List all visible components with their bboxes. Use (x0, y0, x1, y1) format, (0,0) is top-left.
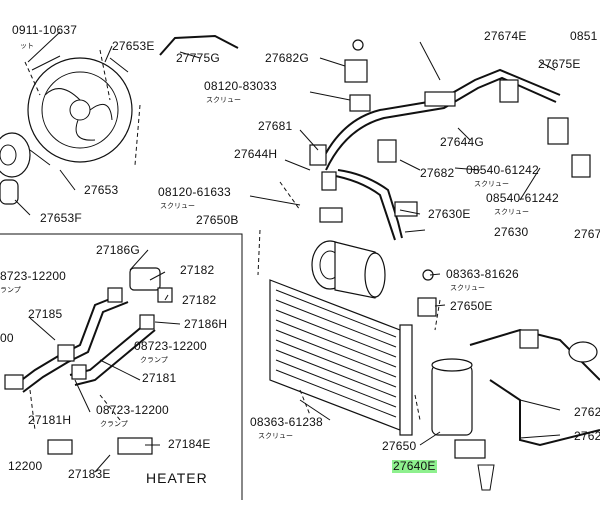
part-label: 0851 (570, 29, 598, 43)
part-label: 08120-61633 (158, 185, 231, 199)
part-label: 2762 (574, 429, 600, 443)
part-label: 27682 (420, 166, 455, 180)
part-label: 08120-83033 (204, 79, 277, 93)
part-label: 27185 (28, 307, 63, 321)
part-sublabel: スクリュー (450, 284, 485, 292)
part-label: 27186H (184, 317, 228, 331)
part-label: 27181H (28, 413, 72, 427)
part-label: 27653 (84, 183, 119, 197)
bracket-27650e (417, 297, 437, 317)
part-sublabel: スクリュー (206, 96, 241, 104)
part-label: 27630 (494, 225, 529, 239)
part-label: 27644G (440, 135, 484, 149)
part-label: 27650B (196, 213, 239, 227)
part-label: 8723-12200 (0, 269, 67, 283)
fan-motor (0, 132, 31, 178)
heater-hoses (4, 267, 173, 455)
leader-line (24, 61, 41, 96)
part-label: 12200 (8, 459, 43, 473)
part-label: 27675E (538, 57, 581, 71)
part-label: 27644H (234, 147, 278, 161)
part-label: 27775G (176, 51, 220, 65)
part-sublabel: クランプ (140, 356, 168, 364)
part-sublabel: スクリュー (160, 202, 195, 210)
part-label: 27653F (40, 211, 82, 225)
part-label: 27184E (168, 437, 211, 451)
part-label: 27653E (112, 39, 155, 53)
part-label: 27682G (265, 51, 309, 65)
part-label: 27650 (382, 439, 417, 453)
part-label: 27182 (180, 263, 215, 277)
clamp-27675e (547, 117, 569, 145)
part-label: 08723-12200 (134, 339, 207, 353)
part-label: 0911-10637 (12, 23, 78, 37)
part-label: 27681 (258, 119, 293, 133)
part-label: 2767 (574, 227, 600, 241)
part-label: 27186G (96, 243, 140, 257)
part-label: 08363-81626 (446, 267, 519, 281)
part-label: 08723-12200 (96, 403, 169, 417)
heater-section-title: HEATER (146, 470, 208, 486)
part-sublabel: ランプ (0, 286, 21, 294)
part-label: 08540-61242 (486, 191, 559, 205)
part-label: 27674E (484, 29, 527, 43)
condenser (269, 279, 413, 436)
part-label: 08363-61238 (250, 415, 323, 429)
part-label: 2762 (574, 405, 600, 419)
fitting-27682g (344, 59, 368, 83)
part-label: 27630E (428, 207, 471, 221)
part-label: 00 (0, 331, 14, 345)
suction-hose (489, 379, 600, 447)
gasket (0, 179, 19, 205)
receiver-dryer (431, 358, 495, 491)
part-sublabel: スクリュー (494, 208, 529, 216)
fitting-27644g (424, 91, 456, 107)
part-label: 27182 (182, 293, 217, 307)
part-label: 27183E (68, 467, 111, 481)
bracket-rod (159, 34, 239, 56)
part-label: 27181 (142, 371, 177, 385)
part-sublabel: ット (20, 42, 34, 50)
fan-shroud (27, 55, 133, 166)
compressor (311, 240, 386, 299)
part-label: 27650E (450, 299, 493, 313)
part-label: 08540-61242 (466, 163, 539, 177)
part-sublabel: クランプ (100, 420, 128, 428)
part-sublabel: スクリュー (258, 432, 293, 440)
highlighted-part-label: 27640E (392, 459, 437, 473)
part-sublabel: スクリュー (474, 180, 509, 188)
